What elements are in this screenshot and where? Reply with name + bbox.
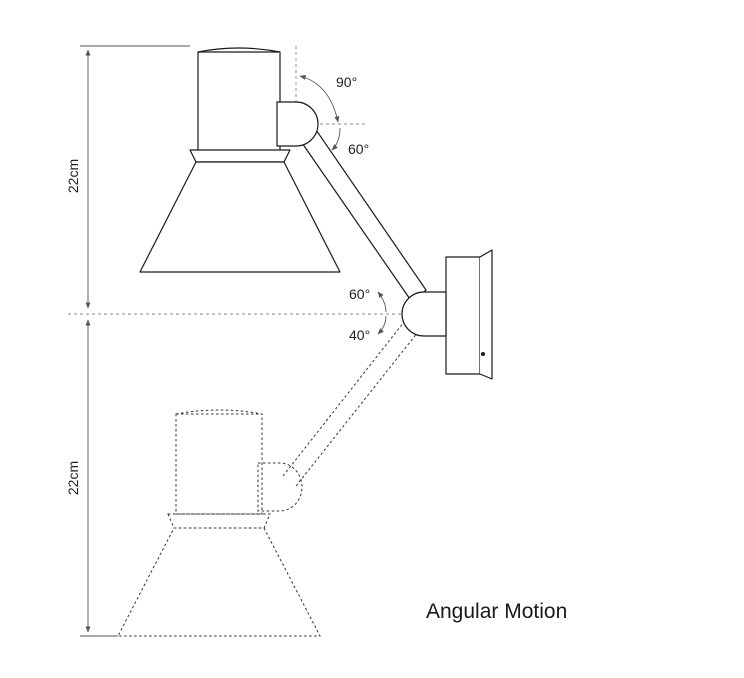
lower-height-label: 22cm (65, 461, 81, 495)
arm-up-arc (377, 291, 387, 313)
shade-collar (189, 149, 291, 163)
wall-mount (445, 256, 481, 375)
vertical-dimension (80, 45, 190, 637)
arm-down-arc (377, 315, 387, 335)
shade-up-arc (299, 75, 340, 123)
angle-label-90: 90° (336, 74, 357, 90)
angle-label-60-arm: 60° (349, 286, 370, 302)
lamp-solid (139, 47, 493, 380)
lowered-lamp-position (117, 321, 419, 637)
angle-label-40-arm: 40° (349, 327, 370, 343)
shade-cylinder (197, 47, 281, 153)
diagram-title: Angular Motion (426, 600, 567, 623)
shade-down-arc (331, 127, 341, 151)
upper-height-label: 22cm (65, 159, 81, 193)
shade-knuckle (276, 101, 319, 147)
shade-cone (139, 161, 341, 273)
arm-joint (401, 291, 447, 337)
angle-label-60-top: 60° (348, 141, 369, 157)
